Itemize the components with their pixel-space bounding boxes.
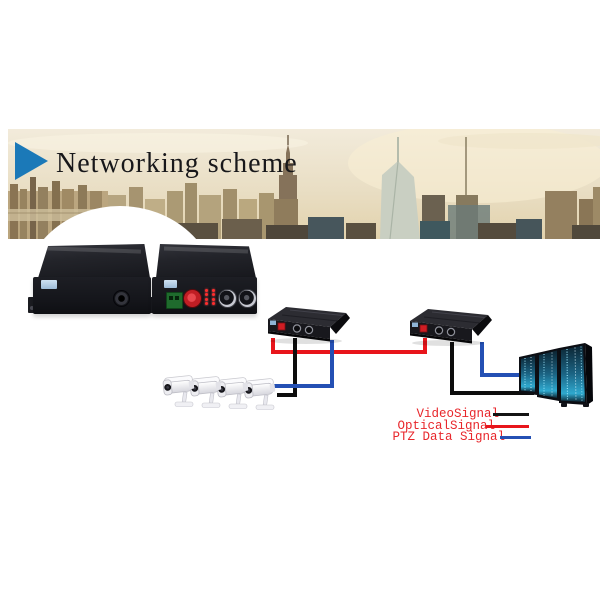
city-skyline-image	[8, 129, 600, 239]
label-sticker	[41, 280, 57, 289]
legend-line-video	[493, 413, 529, 417]
converter-node-receiver	[408, 308, 492, 346]
legend-row-video: VideoSignal	[358, 407, 531, 422]
converter-node-transmitter	[266, 306, 350, 344]
converter-right-top-cover	[156, 244, 256, 278]
wire-ptz-left-drop	[330, 340, 334, 388]
converter-left-top-cover	[38, 244, 150, 278]
legend-label-video: VideoSignal	[416, 407, 499, 422]
legend-line-ptz	[500, 436, 531, 440]
cctv-camera-icon	[189, 371, 227, 415]
wire-ptz-right-run	[480, 373, 525, 377]
server-rack-icon	[517, 341, 593, 411]
wire-optical-right-drop	[423, 338, 427, 354]
fiber-fc-connector	[183, 289, 202, 308]
wire-video-right-drop	[450, 342, 454, 395]
wire-video-left-run	[277, 393, 297, 397]
legend-label-ptz: PTZ Data Signal	[392, 430, 505, 445]
legend: VideoSignal OpticalSignal PTZ Data Signa…	[358, 407, 531, 445]
wire-video-left-drop	[293, 338, 297, 397]
wire-optical-left-drop	[271, 338, 275, 354]
wire-ptz-right-drop	[480, 342, 484, 377]
wire-optical-run	[271, 350, 427, 354]
bnc-connector	[218, 289, 237, 308]
dc-power-jack	[113, 290, 130, 307]
terminal-block	[166, 292, 183, 309]
mounting-ear	[28, 297, 37, 313]
banner-title: Networking scheme	[56, 148, 298, 179]
cctv-camera-icon	[243, 373, 281, 417]
wire-video-right-run	[450, 391, 534, 395]
bnc-connector	[238, 289, 257, 308]
label-sticker	[164, 280, 177, 288]
cctv-camera-icon	[162, 370, 200, 414]
cctv-camera-icon	[216, 372, 254, 416]
play-triangle-icon	[15, 142, 48, 180]
legend-label-optical: OpticalSignal	[397, 418, 495, 433]
led-indicators	[203, 288, 217, 306]
banner	[8, 129, 600, 239]
wire-ptz-left-run	[272, 384, 334, 388]
legend-row-optical: OpticalSignal	[358, 418, 531, 433]
legend-line-optical	[486, 424, 529, 428]
legend-row-ptz: PTZ Data Signal	[358, 430, 531, 445]
